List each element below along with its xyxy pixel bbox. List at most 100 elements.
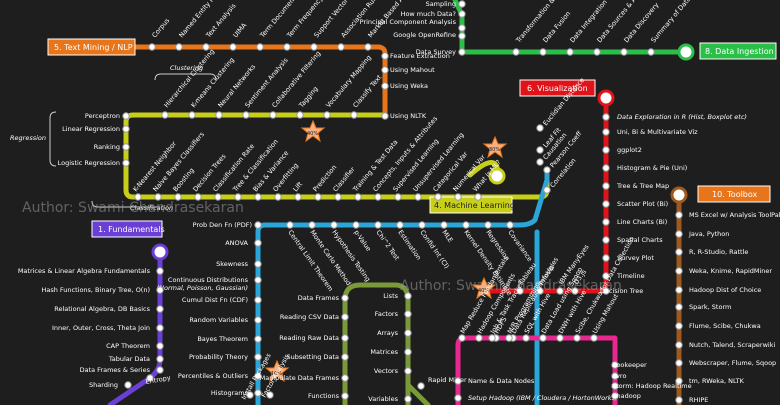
station-stop[interactable] (462, 221, 470, 229)
station-stop[interactable] (283, 43, 291, 51)
station-stop[interactable] (254, 335, 262, 343)
station-stop[interactable] (675, 230, 683, 238)
data-ingestion-terminal[interactable] (677, 43, 695, 61)
station-stop[interactable] (602, 236, 610, 244)
station-stop[interactable] (602, 113, 610, 121)
station-stop[interactable] (341, 392, 349, 400)
station-stop[interactable] (122, 159, 130, 167)
station-stop[interactable] (234, 193, 242, 201)
station-stop[interactable] (254, 296, 262, 304)
station-stop[interactable] (246, 391, 254, 399)
station-stop[interactable] (352, 221, 360, 229)
station-stop[interactable] (215, 111, 223, 119)
station-stop[interactable] (675, 396, 683, 404)
station-stop[interactable] (364, 43, 372, 51)
station-stop[interactable] (394, 193, 402, 201)
station-stop[interactable] (556, 334, 564, 342)
station-stop[interactable] (256, 43, 264, 51)
station-stop[interactable] (417, 382, 425, 390)
station-stop[interactable] (254, 372, 262, 380)
station-stop[interactable] (341, 313, 349, 321)
station-stop[interactable] (404, 367, 412, 375)
station-stop[interactable] (566, 48, 574, 56)
station-stop[interactable] (458, 10, 466, 18)
station-stop[interactable] (454, 394, 462, 402)
station-stop[interactable] (174, 193, 182, 201)
station-stop[interactable] (156, 324, 164, 332)
station-stop[interactable] (418, 221, 426, 229)
station-stop[interactable] (404, 310, 412, 318)
station-stop[interactable] (161, 111, 169, 119)
station-stop[interactable] (381, 66, 389, 74)
station-stop[interactable] (350, 111, 358, 119)
station-stop[interactable] (396, 221, 404, 229)
station-stop[interactable] (310, 43, 318, 51)
station-stop[interactable] (506, 221, 514, 229)
station-stop[interactable] (122, 143, 130, 151)
station-stop[interactable] (512, 48, 520, 56)
station-stop[interactable] (404, 329, 412, 337)
fundamentals-box[interactable]: 1. Fundamentals (91, 220, 165, 238)
station-stop[interactable] (341, 374, 349, 382)
station-stop[interactable] (536, 124, 544, 132)
station-stop[interactable] (454, 193, 462, 201)
station-stop[interactable] (124, 381, 132, 389)
station-stop[interactable] (602, 272, 610, 280)
station-stop[interactable] (440, 221, 448, 229)
station-stop[interactable] (434, 193, 442, 201)
station-stop[interactable] (611, 361, 619, 369)
ml-terminal[interactable] (488, 167, 506, 185)
toolbox-box[interactable]: 10. Toolbox (697, 185, 771, 203)
station-stop[interactable] (274, 193, 282, 201)
station-stop[interactable] (675, 211, 683, 219)
station-stop[interactable] (543, 166, 551, 174)
station-stop[interactable] (374, 193, 382, 201)
station-stop[interactable] (122, 112, 130, 120)
station-stop[interactable] (381, 52, 389, 60)
station-stop[interactable] (323, 111, 331, 119)
station-stop[interactable] (254, 316, 262, 324)
station-stop[interactable] (602, 164, 610, 172)
station-stop[interactable] (505, 334, 513, 342)
station-stop[interactable] (254, 276, 262, 284)
station-stop[interactable] (484, 221, 492, 229)
station-stop[interactable] (122, 125, 130, 133)
station-stop[interactable] (602, 254, 610, 262)
station-stop[interactable] (154, 193, 162, 201)
station-stop[interactable] (647, 48, 655, 56)
station-stop[interactable] (590, 334, 598, 342)
data-ingestion-box[interactable]: 8. Data Ingestion (699, 42, 777, 60)
text-mining-box[interactable]: 5. Text Mining / NLP (47, 38, 136, 56)
station-stop[interactable] (602, 287, 610, 295)
station-stop[interactable] (266, 391, 274, 399)
station-stop[interactable] (414, 193, 422, 201)
station-stop[interactable] (404, 395, 412, 403)
station-stop[interactable] (286, 221, 294, 229)
station-stop[interactable] (134, 193, 142, 201)
station-stop[interactable] (254, 221, 262, 229)
station-stop[interactable] (254, 239, 262, 247)
station-stop[interactable] (539, 334, 547, 342)
station-stop[interactable] (602, 146, 610, 154)
station-stop[interactable] (314, 193, 322, 201)
machine-learning-box[interactable]: 4. Machine Learning (429, 196, 515, 214)
station-stop[interactable] (454, 377, 462, 385)
station-stop[interactable] (341, 294, 349, 302)
station-stop[interactable] (334, 193, 342, 201)
station-stop[interactable] (374, 221, 382, 229)
station-stop[interactable] (488, 334, 496, 342)
station-stop[interactable] (522, 334, 530, 342)
station-stop[interactable] (354, 193, 362, 201)
station-stop[interactable] (269, 111, 277, 119)
station-stop[interactable] (611, 392, 619, 400)
toolbox-terminal[interactable] (670, 186, 688, 204)
station-stop[interactable] (254, 260, 262, 268)
station-stop[interactable] (156, 366, 164, 374)
station-stop[interactable] (474, 193, 482, 201)
station-stop[interactable] (229, 43, 237, 51)
station-stop[interactable] (156, 267, 164, 275)
station-stop[interactable] (156, 342, 164, 350)
station-stop[interactable] (602, 218, 610, 226)
station-stop[interactable] (202, 43, 210, 51)
station-stop[interactable] (242, 111, 250, 119)
